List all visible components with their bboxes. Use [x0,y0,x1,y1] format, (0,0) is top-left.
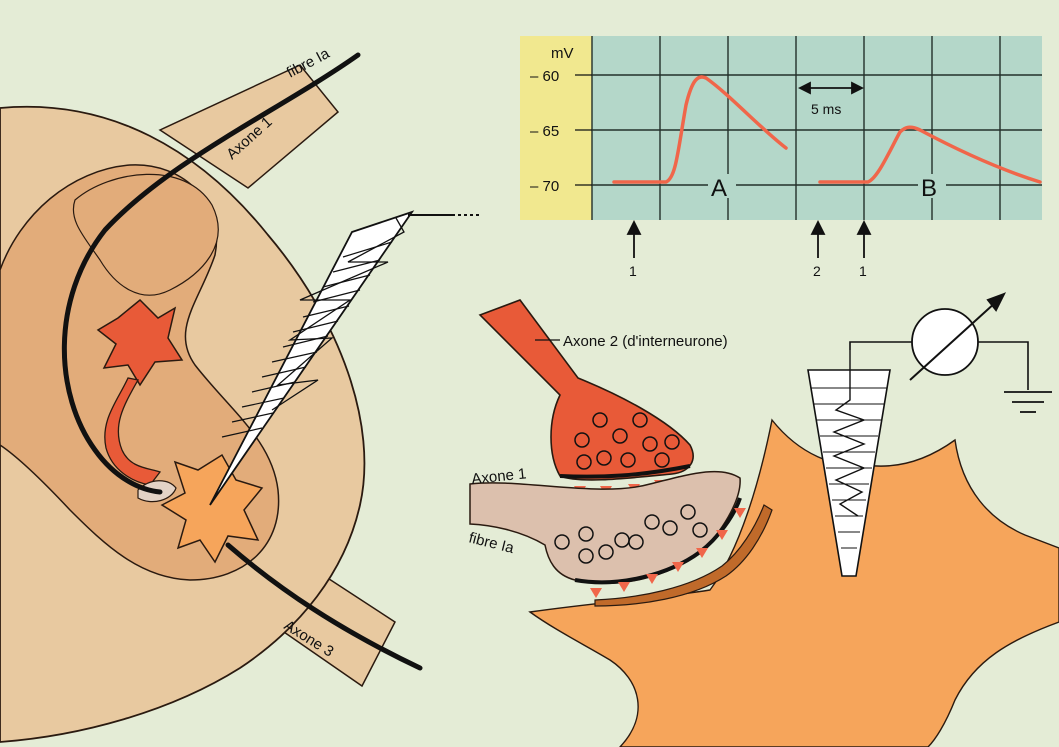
tick-label-65: – 65 [530,123,559,140]
axis-unit-mv: mV [551,45,574,62]
ground-icon [1004,392,1052,412]
label-axone2: Axone 2 (d'interneurone) [563,333,728,350]
trace-b-label: B [921,175,937,202]
tick-label-70: – 70 [530,178,559,195]
tick-label-60: – 60 [530,68,559,85]
synapse-detail: Axone 2 (d'interneurone) Axone 1 fibre I… [467,294,1059,747]
interval-label: 5 ms [811,101,841,117]
stim-label-2: 2 [813,263,821,279]
stim-label-1b: 1 [859,263,867,279]
oscilloscope-panel: mV – 60 – 65 – 70 A B 5 ms 1 2 1 [520,36,1042,279]
trace-a-label: A [711,175,727,202]
stim-label-1a: 1 [629,263,637,279]
voltmeter-icon [912,309,978,375]
stim-arrows [628,222,870,258]
label-fibre-ia-mid: fibre Ia [467,529,516,557]
spinal-cord-section: fibre Ia Axone 1 Axone 3 [0,45,482,742]
